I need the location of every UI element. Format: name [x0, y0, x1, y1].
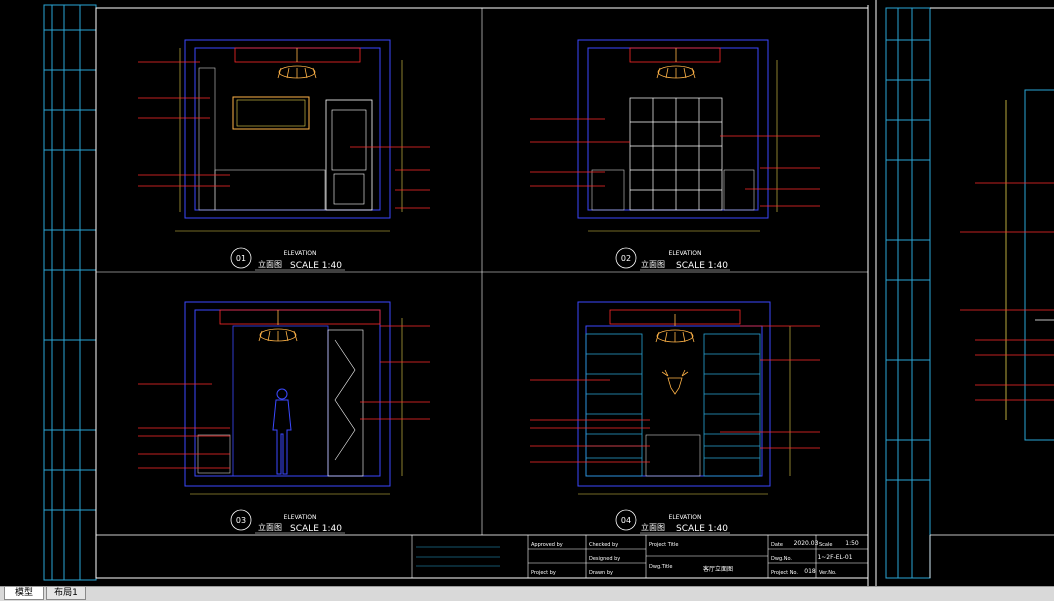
bookshelf-right: [703, 333, 761, 477]
dwg-title-label: Dwg.Title: [649, 564, 672, 570]
elevation-subtitle: 立面图: [641, 522, 665, 532]
elevation-number: 02: [621, 254, 631, 263]
elevation-number: 01: [236, 254, 246, 263]
elevation-scale: SCALE 1:40: [676, 524, 728, 534]
project-no-value: 018: [804, 568, 816, 575]
left-title-strip: [43, 4, 97, 581]
elevation-03[interactable]: 03 ELEVATION 立面图 SCALE 1:40: [138, 301, 430, 534]
elevation-title: ELEVATION: [284, 514, 317, 521]
elevation-01[interactable]: 01 ELEVATION 立面图 SCALE 1:40: [138, 39, 430, 271]
elevation-number: 04: [621, 516, 631, 525]
dwg-no-value: 1~2F-EL-01: [817, 554, 852, 561]
elevation-scale: SCALE 1:40: [676, 261, 728, 271]
chandelier-icon: [258, 310, 298, 342]
right-title-strip: [885, 7, 931, 579]
dwg-no-label: Dwg.No.: [771, 556, 792, 562]
adjacent-sheet-fragment: [929, 7, 1054, 578]
chandelier-icon: [655, 314, 695, 343]
chandelier-icon: [277, 48, 317, 79]
dwg-title: 客厅立面图: [703, 565, 733, 573]
layout-tab-bar: 模型 布局1: [0, 586, 1054, 601]
tab-model[interactable]: 模型: [4, 587, 44, 600]
scale-value: 1:50: [845, 540, 859, 547]
person-silhouette-icon: [272, 388, 292, 475]
designed-by-label: Designed by: [589, 556, 620, 562]
checked-by-label: Checked by: [589, 542, 618, 548]
elevation-scale: SCALE 1:40: [290, 261, 342, 271]
glass-door: [629, 97, 723, 211]
project-title-label: Project Title: [649, 542, 678, 548]
elevation-title: ELEVATION: [284, 250, 317, 257]
date-label: Date: [771, 542, 783, 548]
elevation-04[interactable]: 04 ELEVATION 立面图 SCALE 1:40: [530, 301, 820, 534]
elevation-subtitle: 立面图: [641, 259, 665, 269]
scale-label: Scale: [819, 542, 832, 548]
elevation-02[interactable]: 02 ELEVATION 立面图 SCALE 1:40: [530, 39, 820, 271]
elevation-title: ELEVATION: [669, 514, 702, 521]
project-by-label: Project by: [531, 570, 556, 576]
project-no-label: Project No.: [771, 570, 798, 576]
elevation-scale: SCALE 1:40: [290, 524, 342, 534]
cad-drawing-canvas[interactable]: 01 ELEVATION 立面图 SCALE 1:40: [0, 0, 1054, 586]
deer-head-icon: [661, 369, 689, 395]
bookshelf-left: [585, 333, 643, 477]
date-value: 2020.03: [794, 540, 819, 547]
elevation-subtitle: 立面图: [258, 259, 282, 269]
tab-layout-1[interactable]: 布局1: [46, 587, 86, 600]
elevation-title: ELEVATION: [669, 250, 702, 257]
drawn-by-label: Drawn by: [589, 570, 613, 576]
ver-no-label: Ver.No.: [819, 570, 837, 576]
elevation-number: 03: [236, 516, 246, 525]
elevation-subtitle: 立面图: [258, 522, 282, 532]
chandelier-icon: [656, 48, 696, 79]
title-block[interactable]: Approved by Checked by Project Title Des…: [95, 534, 869, 579]
approved-by-label: Approved by: [531, 542, 563, 548]
